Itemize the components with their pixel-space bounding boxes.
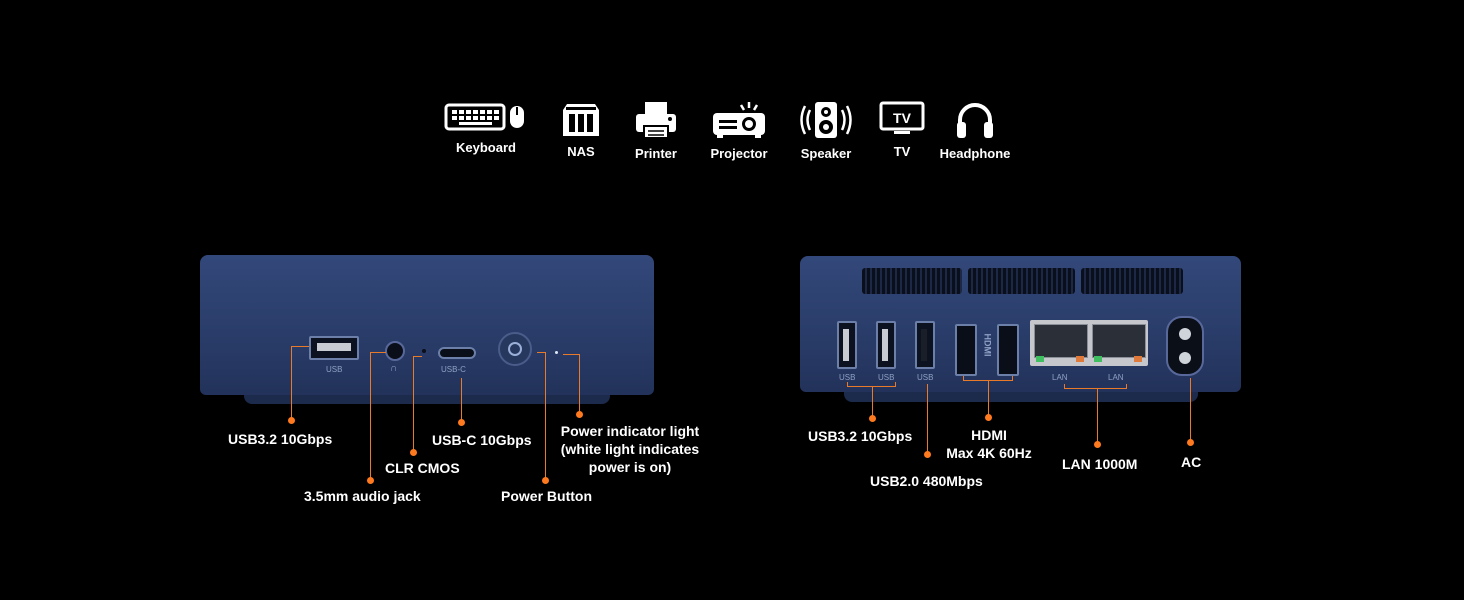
front-usbc-port <box>438 347 476 359</box>
device-label: Speaker <box>800 146 852 161</box>
lan-led-orange-1 <box>1076 356 1084 362</box>
keyboard-icon <box>444 103 524 131</box>
lan-led-orange-2 <box>1134 356 1142 362</box>
ac-inlet <box>1166 316 1204 376</box>
callout-back-usb32: USB3.2 10Gbps <box>808 428 913 444</box>
lan-label-2: LAN <box>1108 373 1124 382</box>
back-usb-label-1: USB <box>839 373 856 382</box>
headphone-small-icon: ∩ <box>390 363 398 374</box>
clr-cmos-hole <box>422 349 426 353</box>
back-usb-port-1 <box>837 321 857 369</box>
device-label: Keyboard <box>456 140 516 155</box>
lan-port-1 <box>1034 324 1088 358</box>
callout-power-light-line2: (white light indicates <box>560 441 700 457</box>
back-usb20-port <box>915 321 935 369</box>
callout-power-button: Power Button <box>501 488 592 504</box>
callout-hdmi-line1: HDMI <box>971 427 1007 443</box>
device-headphone: Headphone <box>925 100 1025 161</box>
front-usbc-label: USB-C <box>441 365 466 374</box>
callout-lan: LAN 1000M <box>1062 456 1138 472</box>
callout-power-light-line1: Power indicator light <box>560 423 700 439</box>
callout-usbc: USB-C 10Gbps <box>432 432 532 448</box>
vent-left <box>862 268 962 294</box>
hdmi-port-1 <box>955 324 977 376</box>
callout-hdmi-line2: Max 4K 60Hz <box>946 445 1032 461</box>
device-printer: Printer <box>606 100 706 161</box>
device-label: Printer <box>635 146 677 161</box>
callout-hdmi: HDMI Max 4K 60Hz <box>935 426 1043 462</box>
device-tv: TV TV <box>852 100 952 159</box>
printer-icon <box>636 102 676 139</box>
callout-power-light: Power indicator light (white light indic… <box>552 422 708 476</box>
svg-text:TV: TV <box>893 110 912 126</box>
hdmi-port-2 <box>997 324 1019 376</box>
device-label: NAS <box>567 144 595 159</box>
back-usb-label-3: USB <box>917 373 934 382</box>
headphone-icon <box>957 103 993 138</box>
callout-audio-jack: 3.5mm audio jack <box>304 488 421 504</box>
lan-label-1: LAN <box>1052 373 1068 382</box>
lan-led-green-1 <box>1036 356 1044 362</box>
callout-power-light-line3: power is on) <box>588 459 672 475</box>
device-label: TV <box>893 144 911 159</box>
vent-middle <box>968 268 1075 294</box>
lan-led-green-2 <box>1094 356 1102 362</box>
front-usb-label: USB <box>326 365 343 374</box>
hdmi-label: HDMI <box>982 333 993 357</box>
audio-jack <box>385 341 405 361</box>
nas-icon <box>563 104 599 136</box>
device-speaker: Speaker <box>776 100 876 161</box>
speaker-icon <box>800 102 852 138</box>
projector-icon <box>713 102 765 138</box>
device-projector: Projector <box>689 100 789 161</box>
device-keyboard: Keyboard <box>436 100 536 155</box>
vent-right <box>1081 268 1183 294</box>
callout-clr-cmos: CLR CMOS <box>385 460 460 476</box>
back-usb-label-2: USB <box>878 373 895 382</box>
back-usb-port-2 <box>876 321 896 369</box>
lan-port-2 <box>1092 324 1146 358</box>
front-chassis: USB ∩ USB-C <box>200 255 654 395</box>
power-indicator-light <box>555 351 558 354</box>
front-usb-port <box>309 336 359 360</box>
tv-icon: TV <box>879 101 925 134</box>
callout-usb20: USB2.0 480Mbps <box>870 473 983 489</box>
device-nas: NAS <box>531 100 631 159</box>
power-button <box>498 332 532 366</box>
callout-front-usb32: USB3.2 10Gbps <box>228 431 333 447</box>
device-label: Headphone <box>939 146 1011 161</box>
callout-ac: AC <box>1181 454 1202 470</box>
device-label: Projector <box>710 146 768 161</box>
